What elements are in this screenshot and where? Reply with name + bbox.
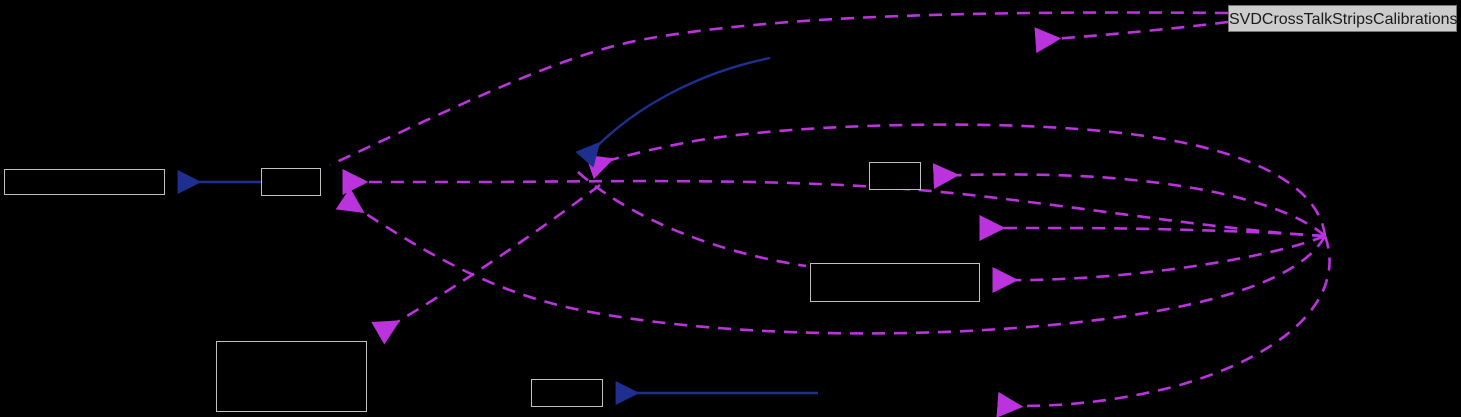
node-mid-top[interactable] (869, 162, 921, 190)
edge-hubright-to-left2-lower (335, 187, 1327, 335)
dashed-edge-group (329, 11, 1331, 417)
node-label: SVDCrossTalkStripsCalibrations (1229, 11, 1458, 28)
edge-root-to-left-arrow (1034, 20, 1229, 54)
edge-root-to-hub-left (329, 11, 1229, 167)
node-left-2[interactable] (261, 168, 321, 196)
edge-hubright-to-left2-mid (342, 169, 1326, 238)
node-mid-big[interactable] (810, 263, 980, 302)
node-bottom-left[interactable] (216, 341, 367, 412)
edge-hubright-to-bottom-arrow (996, 235, 1331, 417)
edge-hubleft-to-bot-left (371, 183, 601, 345)
solid-edge-group (177, 56, 818, 405)
edge-hubright-to-mid-big (992, 234, 1326, 293)
edge-hubright-to-hubleft-upper (585, 123, 1327, 237)
node-left-1[interactable] (4, 169, 165, 195)
edge-hubleft-stub-lower (577, 171, 807, 268)
node-bottom-mid[interactable] (531, 379, 603, 407)
node-svdcrosstalkstripscalibrations[interactable]: SVDCrossTalkStripsCalibrations (1228, 5, 1458, 32)
edge-hubright-to-mid-top (932, 163, 1326, 237)
edge-solid-curve-to-hubleft (575, 56, 771, 168)
